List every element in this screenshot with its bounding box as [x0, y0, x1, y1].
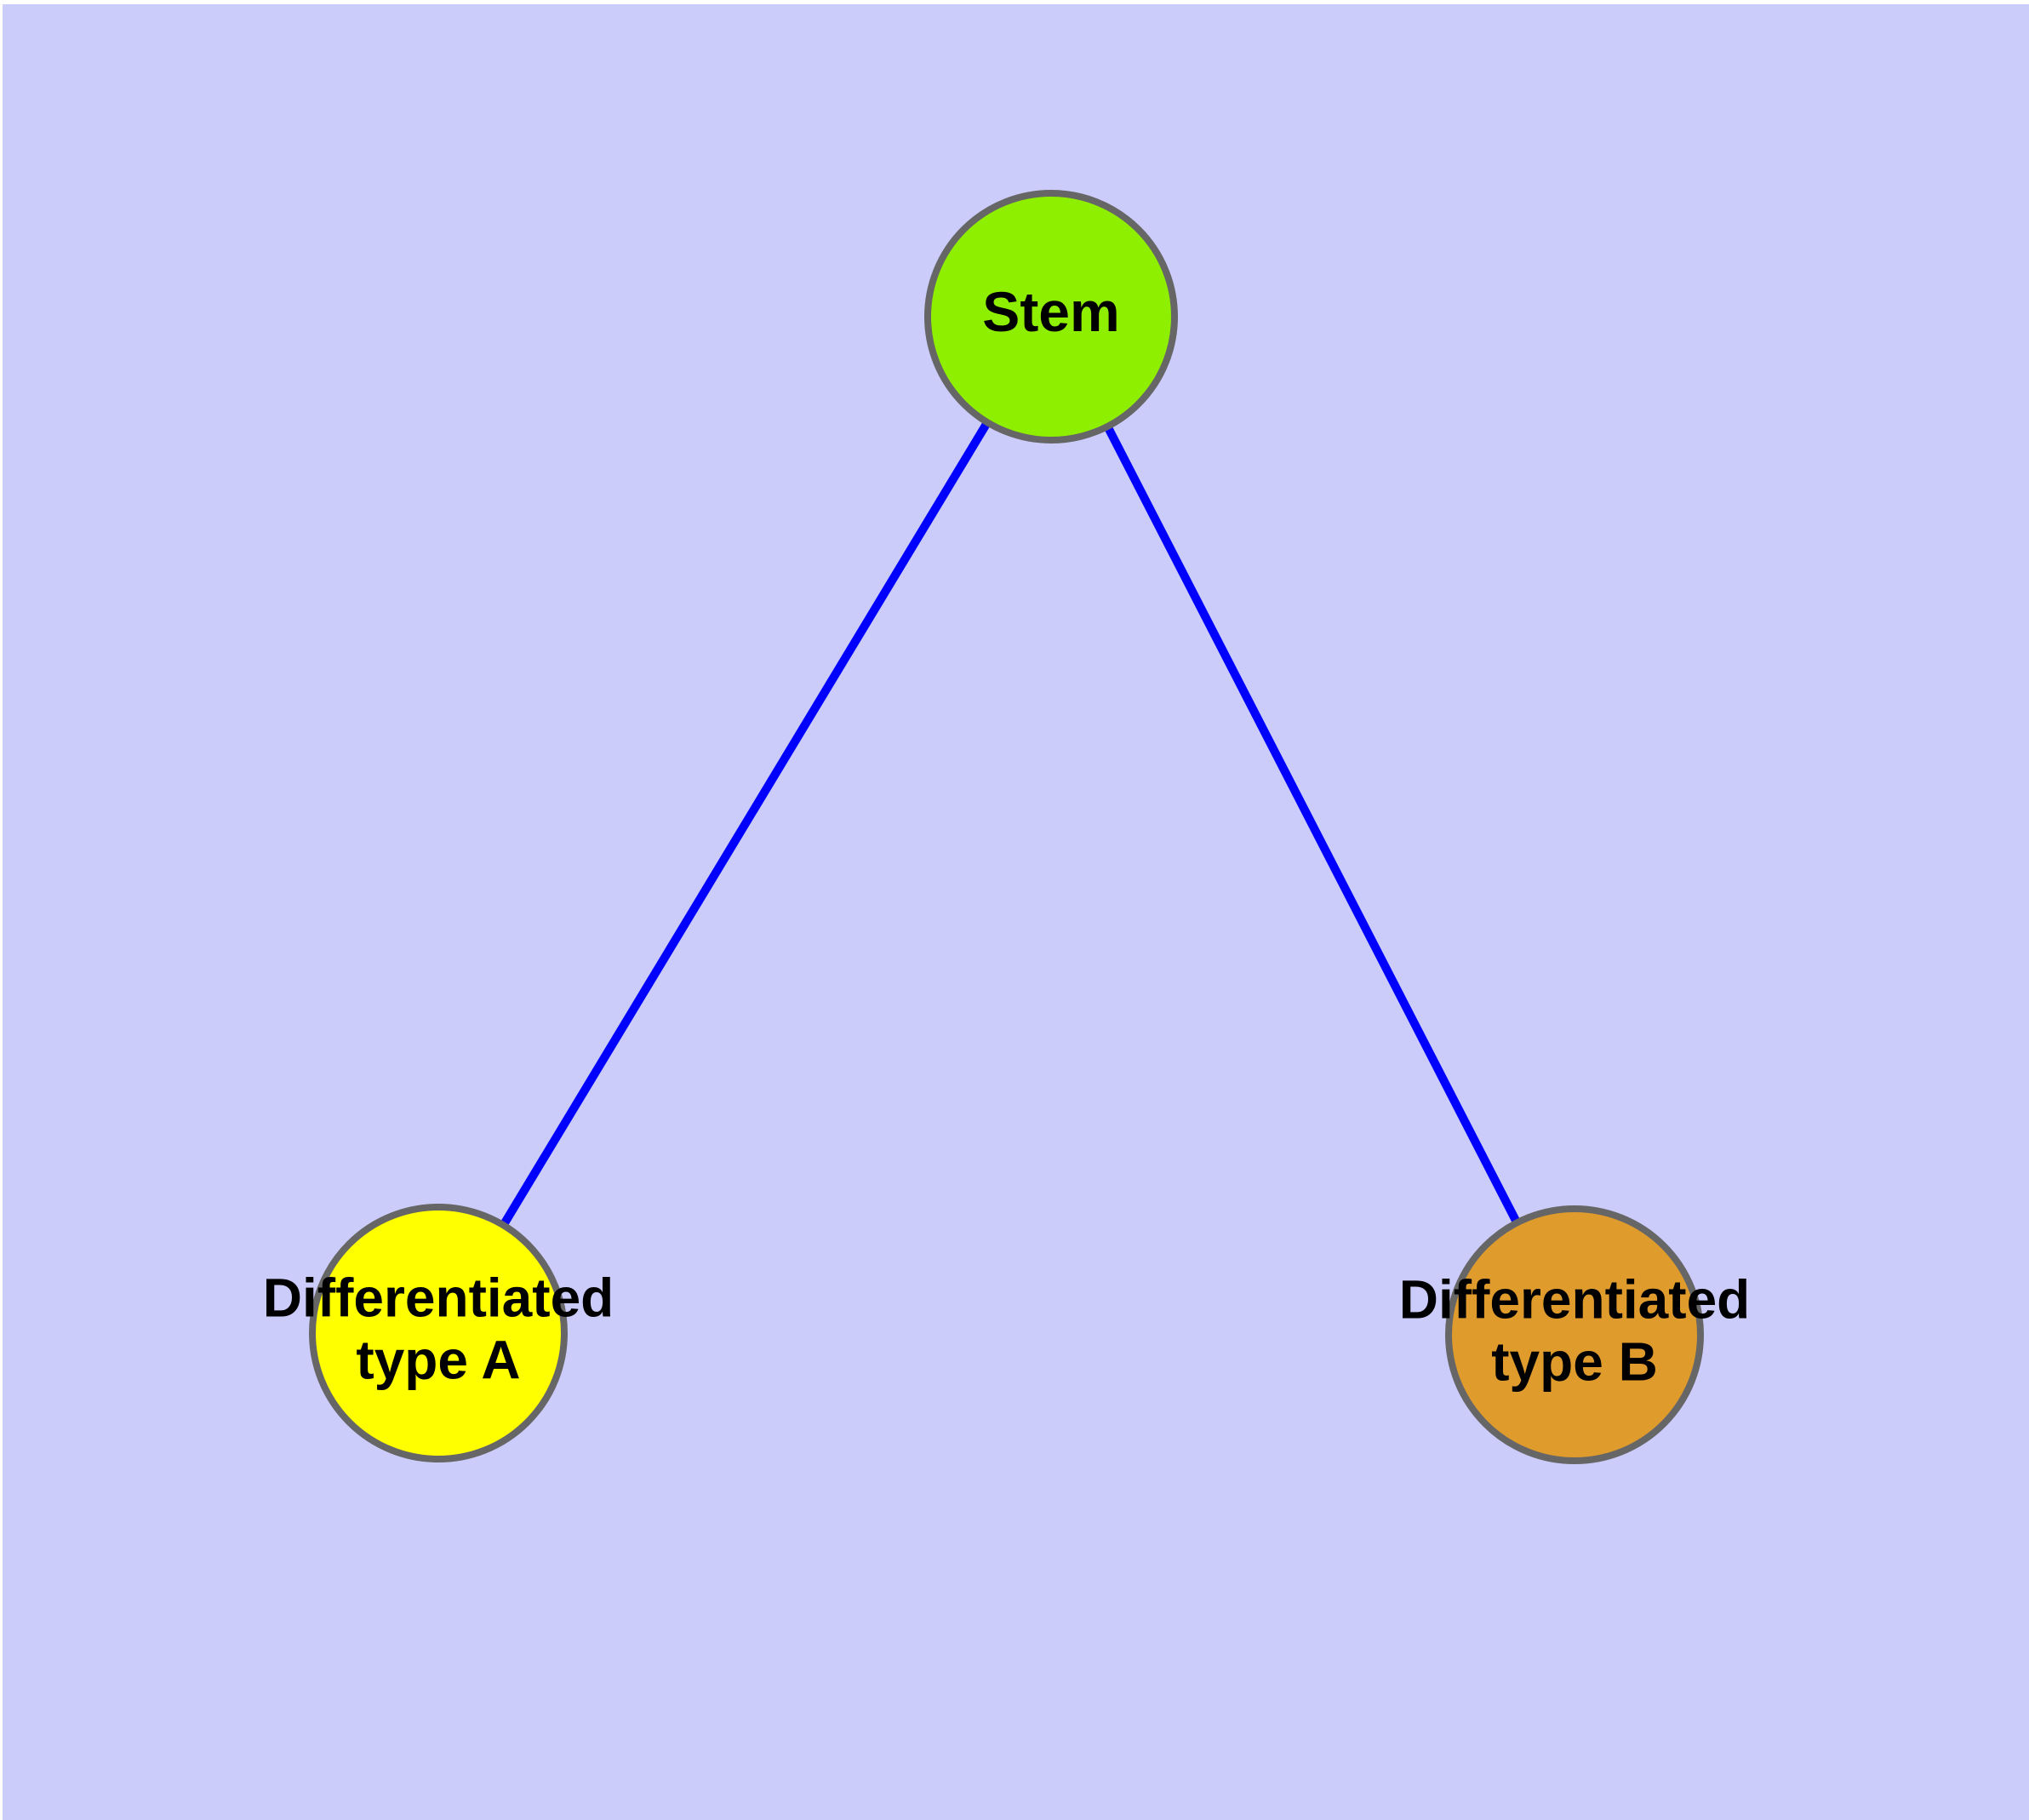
node-differentiated-type-a-circle[interactable]	[309, 1204, 568, 1462]
node-differentiated-type-b-circle[interactable]	[1445, 1205, 1704, 1464]
edge-stem-to-differentiated-type-b[interactable]	[1047, 314, 1579, 1337]
node-stem[interactable]	[924, 190, 1178, 444]
edges-layer	[434, 314, 1579, 1337]
nodes-layer	[309, 190, 1704, 1464]
node-differentiated-type-a[interactable]	[309, 1204, 568, 1462]
node-differentiated-type-b[interactable]	[1445, 1205, 1704, 1464]
node-stem-circle[interactable]	[924, 190, 1178, 444]
edge-stem-to-differentiated-type-a[interactable]	[434, 314, 1055, 1336]
node-stem-label: Stem	[982, 280, 1119, 343]
